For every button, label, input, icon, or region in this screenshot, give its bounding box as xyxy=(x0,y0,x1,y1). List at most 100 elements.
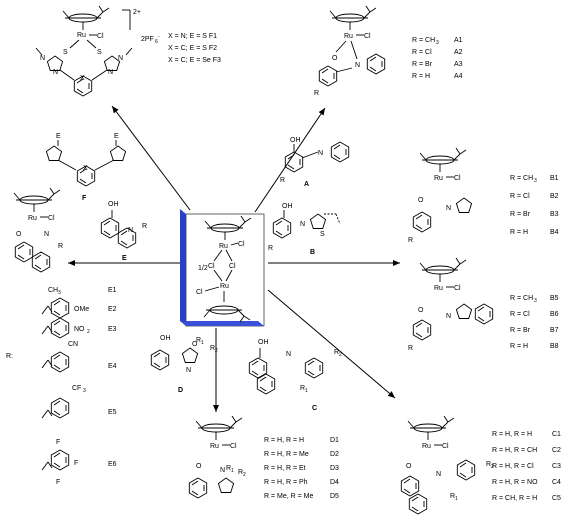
svg-text:OMe: OMe xyxy=(74,306,89,313)
svg-text:R = H, R = H: R = H, R = H xyxy=(492,431,532,438)
svg-text:A2: A2 xyxy=(454,49,463,56)
svg-text:R: R xyxy=(210,345,215,352)
svg-text:D3: D3 xyxy=(330,465,339,472)
svg-text:D2: D2 xyxy=(330,451,339,458)
svg-text:R = Cl: R = Cl xyxy=(412,49,432,56)
svg-text:R: R xyxy=(314,90,319,97)
svg-text:Cl: Cl xyxy=(230,443,237,450)
svg-text:Ru: Ru xyxy=(28,215,37,222)
svg-text:N: N xyxy=(286,351,291,358)
arrow-to-F xyxy=(111,105,191,211)
svg-text:N: N xyxy=(446,313,451,320)
svg-text:S: S xyxy=(320,231,325,238)
svg-text:1: 1 xyxy=(455,496,458,502)
svg-text:R = Br: R = Br xyxy=(510,211,531,218)
svg-text:D1: D1 xyxy=(330,437,339,444)
svg-text:R = H, R = Et: R = H, R = Et xyxy=(264,465,306,472)
svg-text:R = CH: R = CH xyxy=(510,295,533,302)
svg-text:Cl: Cl xyxy=(48,215,55,222)
svg-text:E: E xyxy=(56,133,61,140)
center-cl1: Cl xyxy=(238,241,245,248)
svg-text:R = H, R = Ph: R = H, R = Ph xyxy=(264,479,308,486)
svg-text:B2: B2 xyxy=(550,193,559,200)
svg-text:N: N xyxy=(53,69,58,76)
svg-text:D5: D5 xyxy=(330,493,339,500)
svg-text:R: R xyxy=(450,493,455,500)
ligand-B-label: B xyxy=(310,249,315,256)
reaction-arrows xyxy=(68,105,400,412)
svg-text:3: 3 xyxy=(83,388,86,394)
svg-text:1: 1 xyxy=(305,388,308,394)
svg-text:B4: B4 xyxy=(550,229,559,236)
svg-text:6: 6 xyxy=(155,39,158,45)
svg-text:A4: A4 xyxy=(454,73,463,80)
svg-text:C3: C3 xyxy=(552,463,561,470)
svg-text:R: R xyxy=(238,469,243,476)
svg-text:N: N xyxy=(220,467,225,474)
svg-text:R = Cl: R = Cl xyxy=(510,311,530,318)
svg-text:B8: B8 xyxy=(550,343,559,350)
arrow-to-C xyxy=(267,289,396,399)
svg-text:D4: D4 xyxy=(330,479,339,486)
svg-text:R: R xyxy=(280,177,285,184)
svg-text:B3: B3 xyxy=(550,211,559,218)
svg-text:3: 3 xyxy=(436,40,439,46)
svg-text:R = CH: R = CH xyxy=(412,37,435,44)
svg-text:OH: OH xyxy=(160,335,171,342)
ligand-A-label: A xyxy=(304,181,309,188)
svg-text:A1: A1 xyxy=(454,37,463,44)
complex-E: OH N R E Ru Cl O N R CH 3 E1 OMe E2 NO 2… xyxy=(6,187,147,486)
svg-text:O: O xyxy=(406,463,412,470)
arrow-to-A xyxy=(254,107,326,213)
F-def-3: X = C; E = Se F3 xyxy=(168,57,221,64)
svg-text:R: R xyxy=(408,237,413,244)
svg-text:B1: B1 xyxy=(550,175,559,182)
svg-text:E5: E5 xyxy=(108,409,117,416)
svg-text:2PF: 2PF xyxy=(141,36,154,43)
svg-text:O: O xyxy=(192,341,198,348)
svg-text:R = H, R = H: R = H, R = H xyxy=(264,437,304,444)
center-cl2: Cl xyxy=(208,263,215,270)
svg-text:E1: E1 xyxy=(108,287,117,294)
svg-text:OH: OH xyxy=(290,137,301,144)
svg-text:R: R xyxy=(268,245,273,252)
svg-text:R = Me, R = Me: R = Me, R = Me xyxy=(264,493,314,500)
svg-text:Ru: Ru xyxy=(344,33,353,40)
svg-text:Ru: Ru xyxy=(422,443,431,450)
complex-C: OH N R 2 R 1 C Ru Cl O N R 2 R 1 R = H, … xyxy=(248,339,561,515)
svg-text:E2: E2 xyxy=(108,306,117,313)
svg-text:R = H, R = CH: R = H, R = CH xyxy=(492,447,537,454)
svg-text:CN: CN xyxy=(68,341,78,348)
svg-text:CH: CH xyxy=(48,287,58,294)
svg-text:3: 3 xyxy=(534,178,537,184)
F-def-2: X = C; E = S F2 xyxy=(168,45,217,52)
complex-F: Ru Cl S S N N X N N 2+ 2PF 6 - X = N; E … xyxy=(35,5,221,202)
center-cl4: Cl xyxy=(196,289,203,296)
svg-text:2: 2 xyxy=(87,329,90,335)
F-def-1: X = N; E = S F1 xyxy=(168,33,217,40)
svg-text:OH: OH xyxy=(108,201,119,208)
complex-D: OH O N R 1 R 2 D Ru Cl O N R 1 R 2 R = H… xyxy=(150,335,339,500)
svg-text:N: N xyxy=(186,367,191,374)
svg-text:E4: E4 xyxy=(108,363,117,370)
svg-text:R = H: R = H xyxy=(510,343,528,350)
svg-text:2: 2 xyxy=(491,464,494,470)
svg-text:C5: C5 xyxy=(552,495,561,502)
svg-text:O: O xyxy=(332,55,338,62)
svg-text:E6: E6 xyxy=(108,461,117,468)
svg-text:B6: B6 xyxy=(550,311,559,318)
svg-text:R = H, R = Cl: R = H, R = Cl xyxy=(492,463,534,470)
ligand-E-label: E xyxy=(122,255,127,262)
svg-text:S: S xyxy=(97,49,102,56)
svg-text:2: 2 xyxy=(215,348,218,354)
svg-text:C1: C1 xyxy=(552,431,561,438)
svg-text:Cl: Cl xyxy=(97,33,104,40)
center-cl3: Cl xyxy=(229,263,236,270)
svg-text:3: 3 xyxy=(58,290,61,296)
svg-text:Ru: Ru xyxy=(77,32,86,39)
svg-text:R: R xyxy=(58,243,63,250)
svg-text:C2: C2 xyxy=(552,447,561,454)
svg-text:B5: B5 xyxy=(550,295,559,302)
svg-text:Ru: Ru xyxy=(434,285,443,292)
